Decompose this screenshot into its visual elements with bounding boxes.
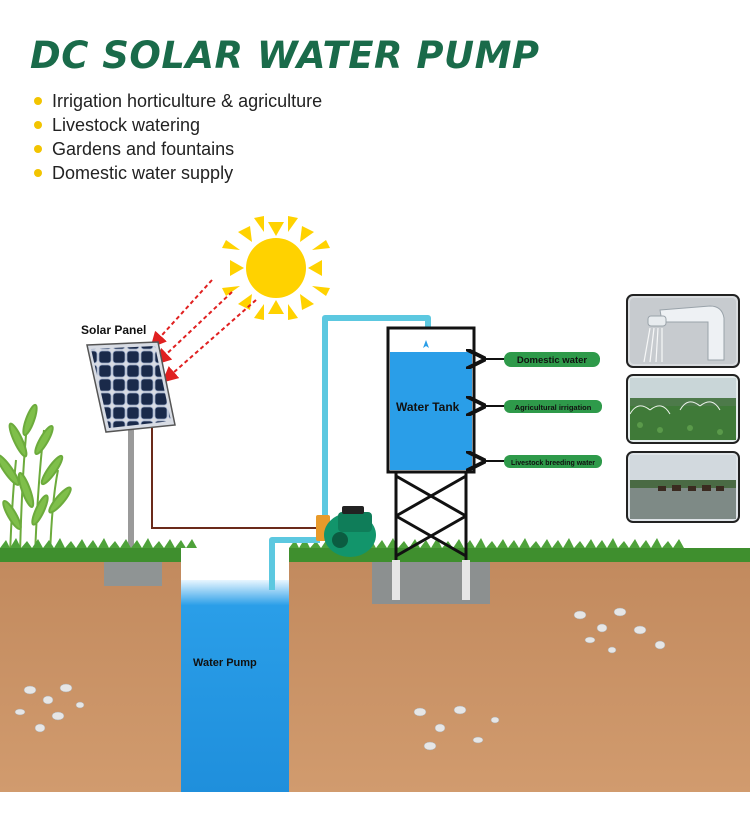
bullet-icon — [34, 121, 42, 129]
tower-legs — [392, 560, 470, 600]
use-domestic: Domestic water — [482, 352, 600, 367]
feature-item: Livestock watering — [30, 113, 322, 137]
solar-panel-label: Solar Panel — [81, 323, 146, 337]
bullet-icon — [34, 169, 42, 177]
bullet-icon — [34, 97, 42, 105]
faucet-photo — [626, 294, 740, 368]
plants-icon — [0, 403, 72, 556]
feature-item: Irrigation horticulture & agriculture — [30, 89, 322, 113]
use-label: Agricultural irrigation — [515, 403, 592, 412]
use-livestock: Livestock breeding water — [482, 455, 602, 468]
solar-panel — [86, 341, 176, 555]
tank-tower — [394, 472, 468, 560]
ground — [0, 538, 750, 792]
pump-icon — [316, 506, 376, 557]
use-label: Livestock breeding water — [511, 460, 595, 467]
power-cable — [151, 428, 330, 529]
page-title: DC SOLAR WATER PUMP — [30, 34, 540, 77]
water-pump-label: Water Pump — [193, 657, 257, 669]
bullet-icon — [34, 145, 42, 153]
sprinkler-field-photo — [626, 374, 740, 444]
use-label: Domestic water — [517, 355, 588, 366]
feature-list: Irrigation horticulture & agriculture Li… — [30, 89, 322, 185]
sun-icon — [222, 216, 330, 320]
water-tank-label: Water Tank — [396, 400, 460, 414]
sunlight-arrows — [150, 279, 257, 383]
water-tank — [386, 326, 476, 474]
well — [181, 560, 289, 792]
use-irrigation: Agricultural irrigation — [482, 400, 602, 413]
cattle-pond-photo — [626, 451, 740, 523]
feature-item: Gardens and fountains — [30, 137, 322, 161]
feature-item: Domestic water supply — [30, 161, 322, 185]
